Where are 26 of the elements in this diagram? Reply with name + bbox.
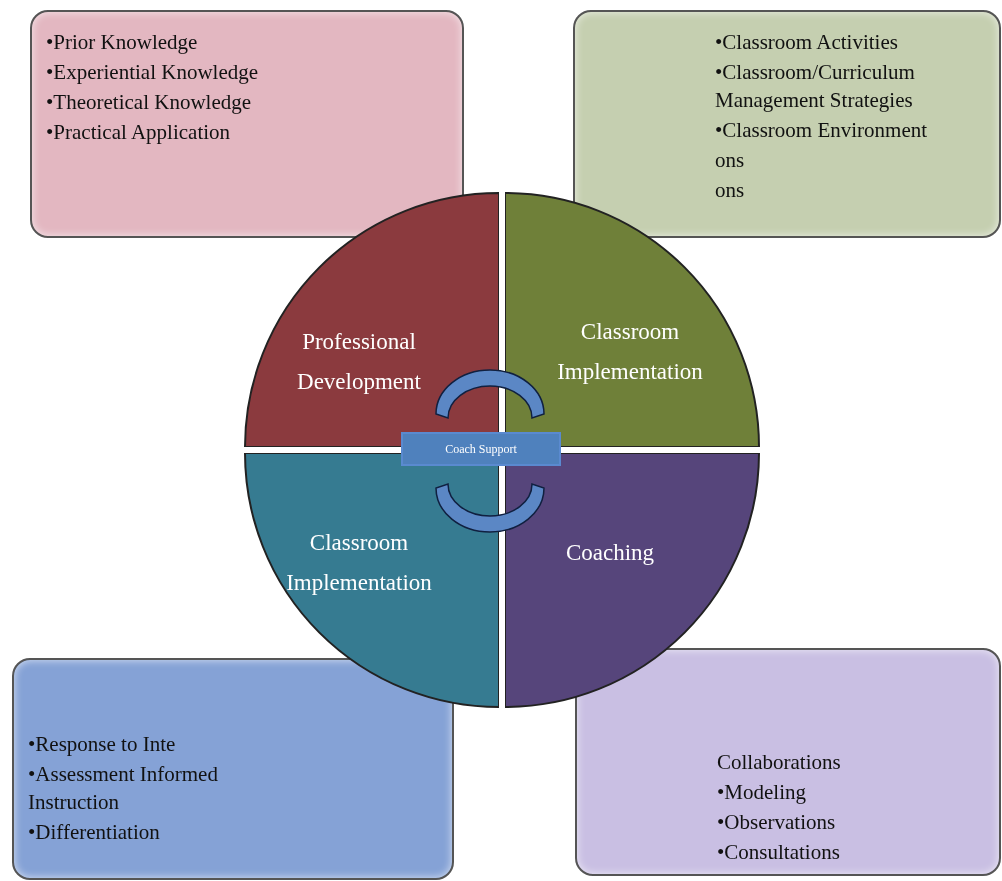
bullet-item: •Classroom Environment (715, 117, 929, 144)
center-label: Coach Support (445, 441, 517, 457)
bullet-item: ons (715, 147, 746, 174)
bullet-item: •Response to Inte (28, 731, 177, 758)
topic-card (12, 658, 454, 880)
bullet-item: •Classroom Activities (715, 29, 899, 56)
bullet-item: ons (715, 177, 746, 204)
quadrant-label: Coaching (564, 539, 656, 567)
bullet-item: •Observations (717, 809, 837, 836)
bullet-item: •Theoretical Knowledge (46, 89, 253, 116)
bullet-item: •Modeling (717, 779, 807, 806)
bullet-item: •Classroom/Curriculum Management Strategies (715, 59, 916, 114)
quadrant-label: Classroom Implementation (556, 318, 704, 386)
bullet-item: •Practical Application (46, 119, 232, 146)
quadrant-label: Professional Development (296, 328, 422, 396)
center-box (401, 432, 561, 466)
topic-card (575, 648, 1001, 876)
quadrant-label: Classroom Implementation (285, 529, 433, 597)
bullet-item: Collaborations (717, 749, 842, 776)
bullet-item: •Experiential Knowledge (46, 59, 260, 86)
bullet-item: •Consultations (717, 839, 841, 866)
bullet-item: •Assessment Informed Instruction (28, 761, 219, 816)
topic-card (573, 10, 1001, 238)
topic-card (30, 10, 464, 238)
bullet-item: •Differentiation (28, 819, 161, 846)
bullet-item: •Prior Knowledge (46, 29, 199, 56)
